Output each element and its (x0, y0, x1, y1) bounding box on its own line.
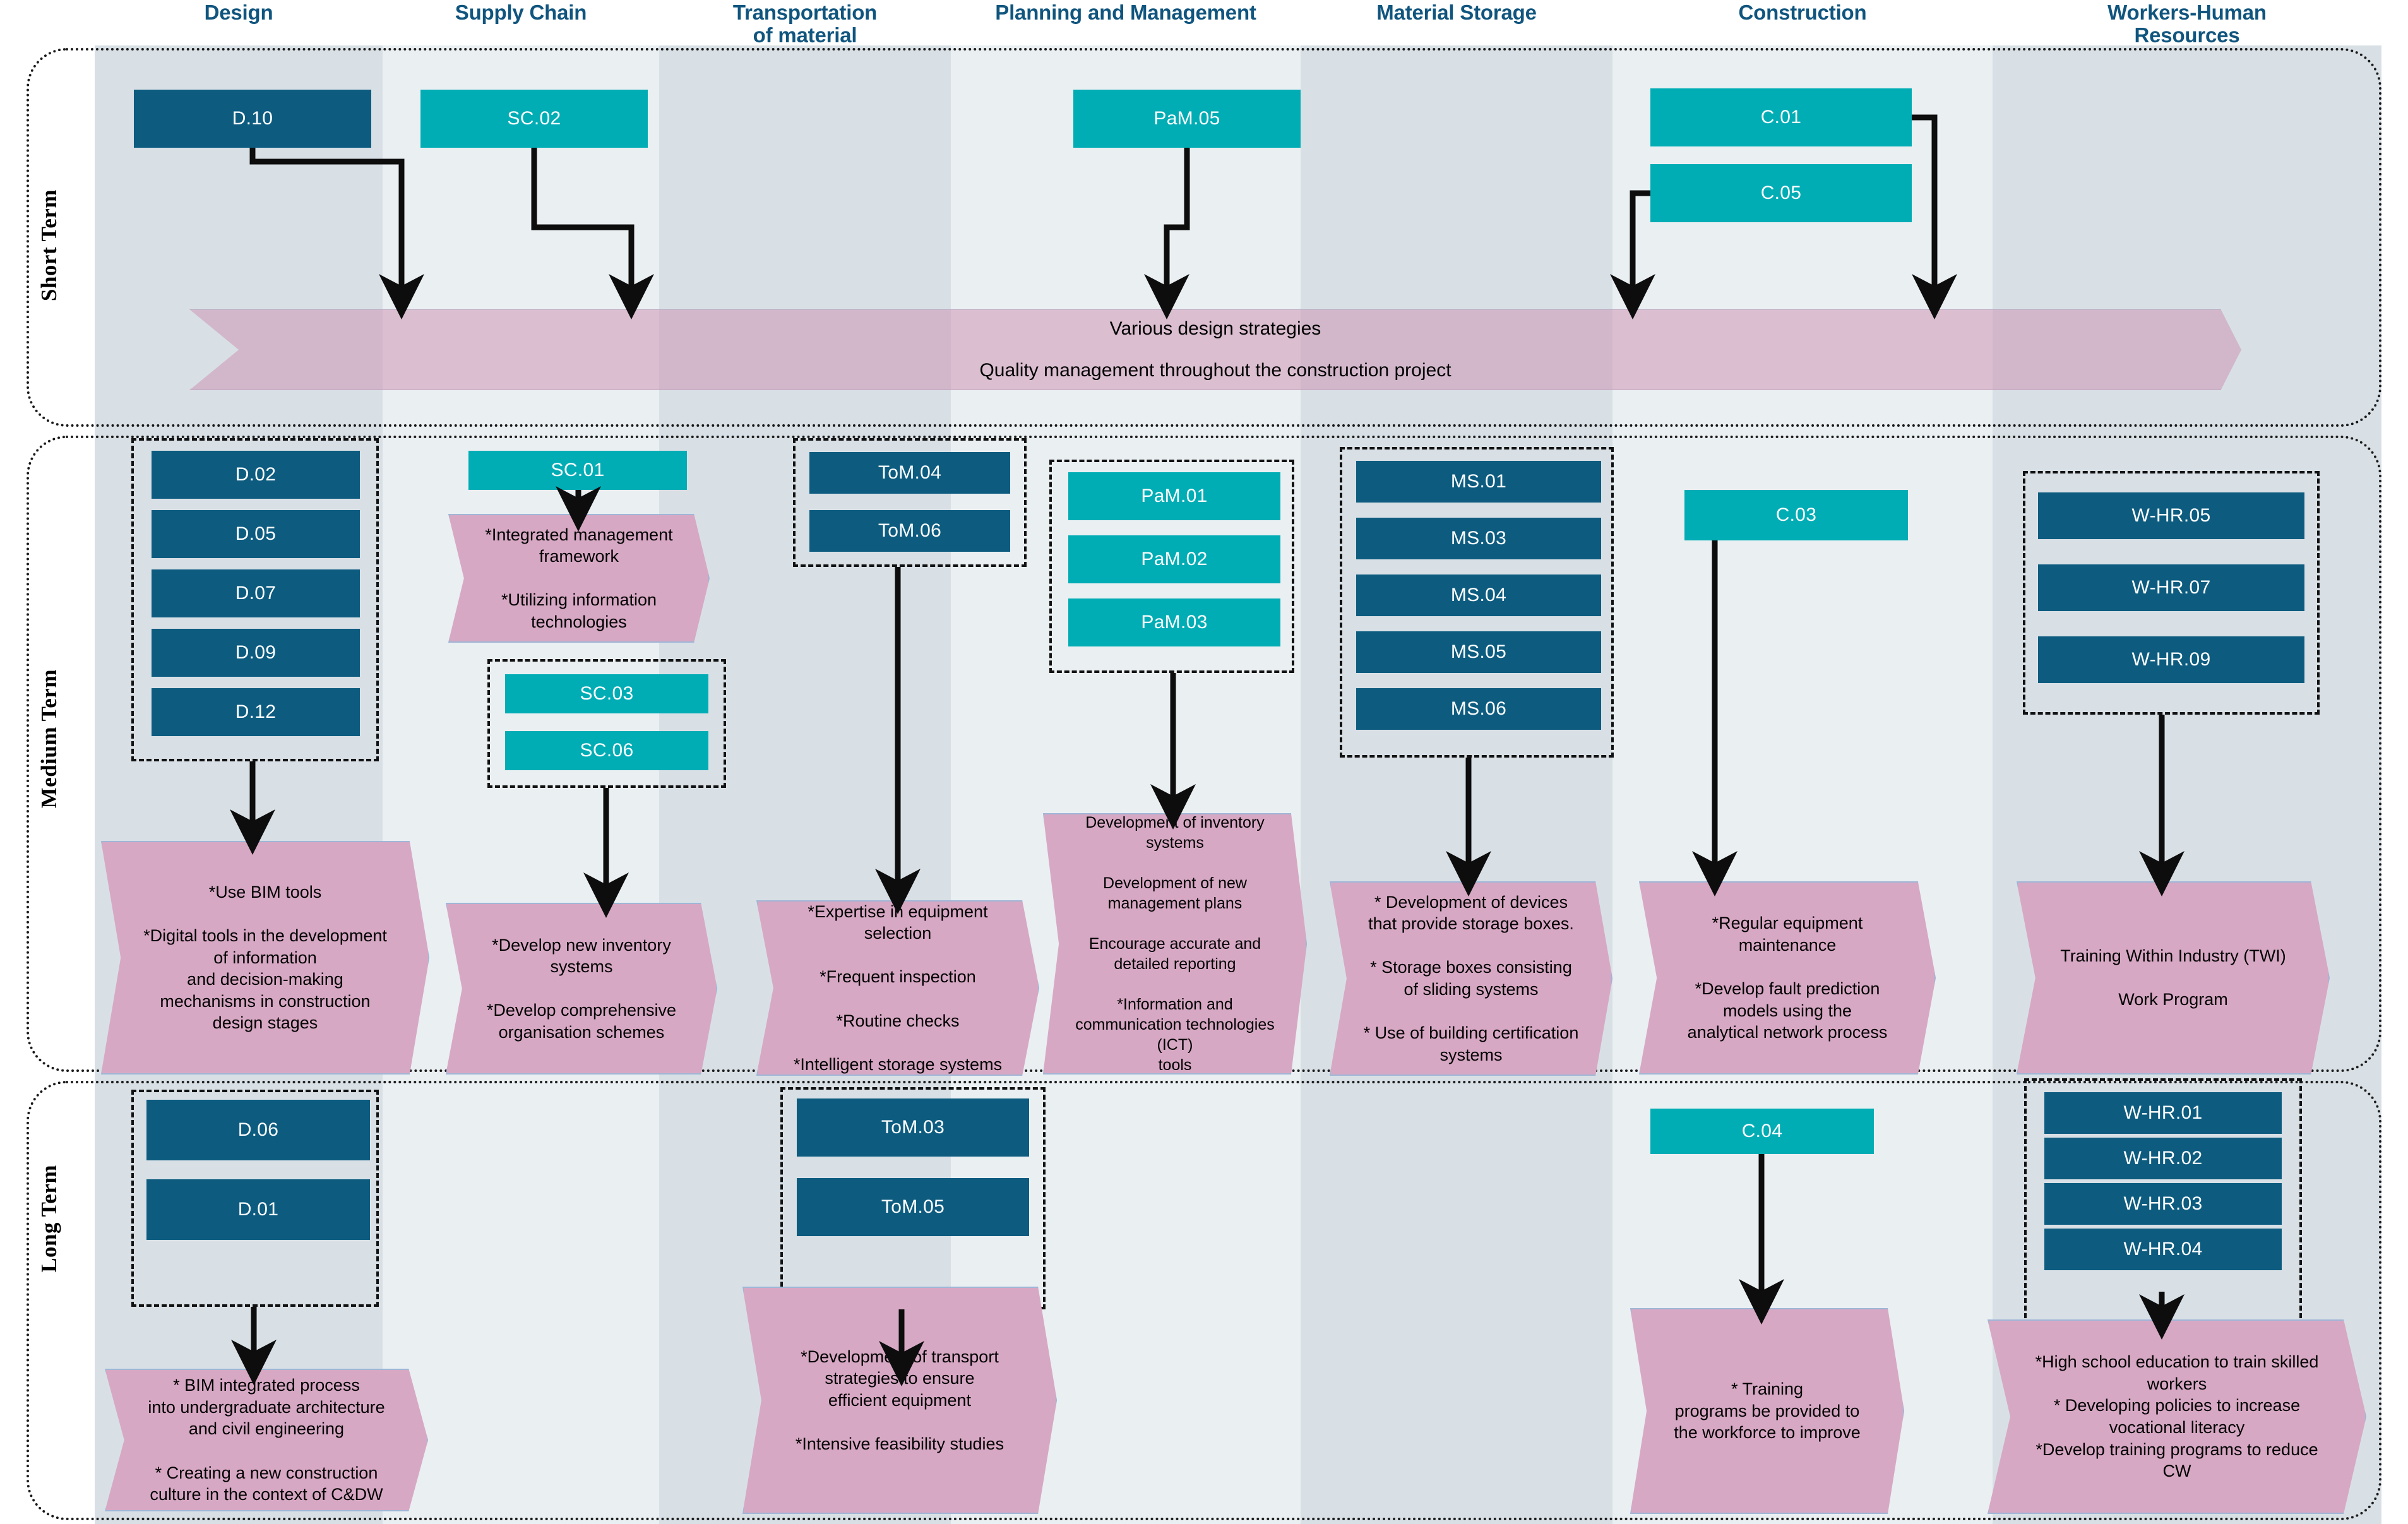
solution-box-d10[interactable]: D.10 (134, 90, 371, 148)
solution-box-d07[interactable]: D.07 (152, 569, 360, 617)
column-header-material-storage: Material Storage (1301, 0, 1612, 44)
solution-box-whr03[interactable]: W-HR.03 (2044, 1183, 2282, 1225)
solution-box-whr04[interactable]: W-HR.04 (2044, 1229, 2282, 1270)
column-header-workers-hr: Workers-Human Resources (1993, 0, 2381, 47)
column-background-material-storage (1301, 45, 1612, 1524)
chevron-workers-hr-medium: Training Within Industry (TWI) Work Prog… (2017, 881, 2330, 1075)
column-background-construction (1612, 45, 1993, 1524)
column-header-label: Material Storage (1376, 1, 1537, 24)
column-header-label: Planning and Management (995, 1, 1256, 24)
solution-box-ms05[interactable]: MS.05 (1356, 631, 1601, 673)
solution-box-tom05[interactable]: ToM.05 (797, 1178, 1029, 1236)
solution-box-whr05[interactable]: W-HR.05 (2038, 492, 2304, 539)
solution-box-ms03[interactable]: MS.03 (1356, 518, 1601, 559)
term-label-medium: Medium Term (37, 669, 61, 809)
banner-line-1: Various design strategies (1109, 318, 1321, 339)
short-term-strategy-banner: Various design strategies Quality manage… (189, 309, 2241, 390)
solution-box-ms06[interactable]: MS.06 (1356, 688, 1601, 730)
chevron-workers-hr-long: *High school education to train skilled … (1988, 1319, 2366, 1514)
column-header-supply-chain: Supply Chain (383, 0, 659, 44)
column-header-label: Construction (1738, 1, 1867, 24)
column-header-design: Design (95, 0, 383, 44)
column-header-planning: Planning and Management (934, 0, 1317, 44)
solution-box-sc06[interactable]: SC.06 (505, 731, 708, 770)
term-label-long: Long Term (37, 1165, 61, 1273)
solution-box-c04[interactable]: C.04 (1650, 1109, 1874, 1154)
solution-box-tom03[interactable]: ToM.03 (797, 1098, 1029, 1157)
solution-box-whr09[interactable]: W-HR.09 (2038, 636, 2304, 683)
solution-box-c03[interactable]: C.03 (1684, 490, 1908, 540)
chevron-supply-chain-medium-top: *Integrated management framework *Utiliz… (448, 514, 710, 643)
solution-box-ms01[interactable]: MS.01 (1356, 461, 1601, 503)
column-background-design (95, 45, 383, 1524)
solution-box-whr01[interactable]: W-HR.01 (2044, 1092, 2282, 1134)
chevron-supply-chain-medium-bottom: *Develop new inventory systems *Develop … (446, 903, 717, 1075)
chevron-design-long: * BIM integrated process into undergradu… (105, 1369, 428, 1511)
solution-box-whr07[interactable]: W-HR.07 (2038, 564, 2304, 611)
column-header-label: Design (204, 1, 273, 24)
column-background-transportation (659, 45, 951, 1524)
solution-box-d06[interactable]: D.06 (146, 1100, 370, 1160)
column-header-label: Supply Chain (455, 1, 587, 24)
solution-box-whr02[interactable]: W-HR.02 (2044, 1138, 2282, 1179)
solution-box-tom04[interactable]: ToM.04 (809, 452, 1010, 494)
solution-box-c05[interactable]: C.05 (1650, 164, 1912, 222)
banner-line-2: Quality management throughout the constr… (979, 360, 1451, 381)
solution-box-pam01[interactable]: PaM.01 (1068, 472, 1280, 520)
column-header-transportation: Transportation of material (659, 0, 951, 47)
chevron-construction-medium: *Regular equipment maintenance *Develop … (1639, 881, 1936, 1075)
column-background-supply-chain (383, 45, 659, 1524)
chevron-planning-medium: Development of inventory systems Develop… (1043, 813, 1307, 1075)
solution-box-ms04[interactable]: MS.04 (1356, 574, 1601, 616)
term-label-short: Short Term (37, 189, 61, 302)
solution-box-tom06[interactable]: ToM.06 (809, 510, 1010, 552)
column-background-workers-hr (1993, 45, 2381, 1524)
solution-box-d02[interactable]: D.02 (152, 451, 360, 499)
solution-box-pam05[interactable]: PaM.05 (1073, 90, 1301, 148)
column-header-label: Transportation of material (732, 1, 878, 47)
solution-box-d01[interactable]: D.01 (146, 1179, 370, 1240)
column-header-construction: Construction (1612, 0, 1993, 44)
chevron-material-storage-medium: * Development of devices that provide st… (1330, 881, 1612, 1076)
solution-box-d12[interactable]: D.12 (152, 688, 360, 736)
solution-box-c01[interactable]: C.01 (1650, 88, 1912, 146)
solution-box-sc02[interactable]: SC.02 (420, 90, 648, 148)
column-header-label: Workers-Human Resources (2107, 1, 2267, 47)
chevron-transportation-medium: *Expertise in equipment selection *Frequ… (756, 900, 1039, 1076)
chevron-design-medium: *Use BIM tools *Digital tools in the dev… (101, 841, 429, 1075)
solution-box-pam03[interactable]: PaM.03 (1068, 598, 1280, 646)
solution-box-sc03[interactable]: SC.03 (505, 674, 708, 713)
solution-box-d09[interactable]: D.09 (152, 629, 360, 677)
chevron-construction-long: * Training programs be provided to the w… (1630, 1308, 1904, 1514)
solution-box-pam02[interactable]: PaM.02 (1068, 535, 1280, 583)
column-background-planning (951, 45, 1301, 1524)
solution-box-d05[interactable]: D.05 (152, 510, 360, 558)
solution-box-sc01[interactable]: SC.01 (468, 451, 687, 490)
chevron-transportation-long: *Development of transport strategies to … (742, 1287, 1057, 1514)
